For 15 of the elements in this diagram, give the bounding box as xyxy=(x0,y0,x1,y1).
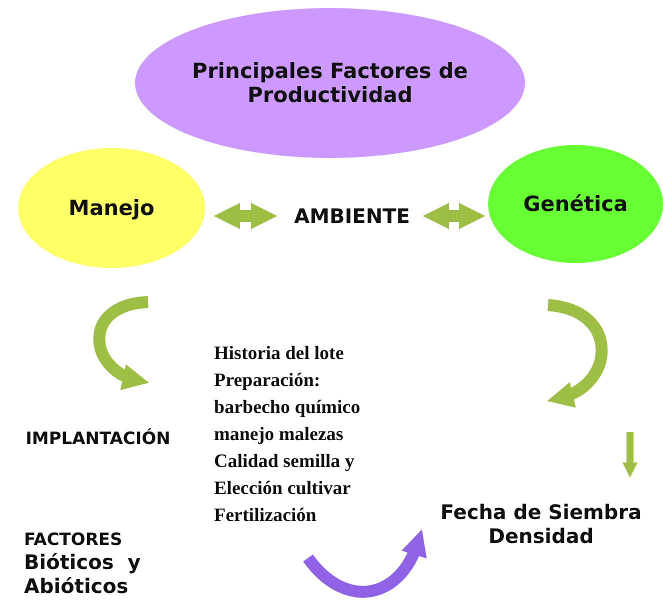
block-arrow xyxy=(622,432,638,478)
block-arrow xyxy=(422,202,486,230)
block-arrow xyxy=(214,202,278,230)
block-arrow xyxy=(93,296,149,388)
block-arrow xyxy=(303,530,426,598)
title: Principales Factores de Productividad xyxy=(191,59,469,107)
label: Bióticos y Abióticos xyxy=(24,550,142,598)
label: AMBIENTE xyxy=(294,204,410,228)
label: FACTORES xyxy=(24,530,122,550)
factor-list: Historia del lote Preparación: barbecho químico manejo malezas Calidad semilla y Elección cultivar Fertilización xyxy=(214,340,394,528)
label: IMPLANTACIÓN xyxy=(26,429,170,449)
label: Manejo xyxy=(68,196,154,220)
block-arrow xyxy=(547,299,608,406)
label: Fecha de Siembra Densidad xyxy=(439,500,643,548)
label: Genética xyxy=(523,192,628,216)
